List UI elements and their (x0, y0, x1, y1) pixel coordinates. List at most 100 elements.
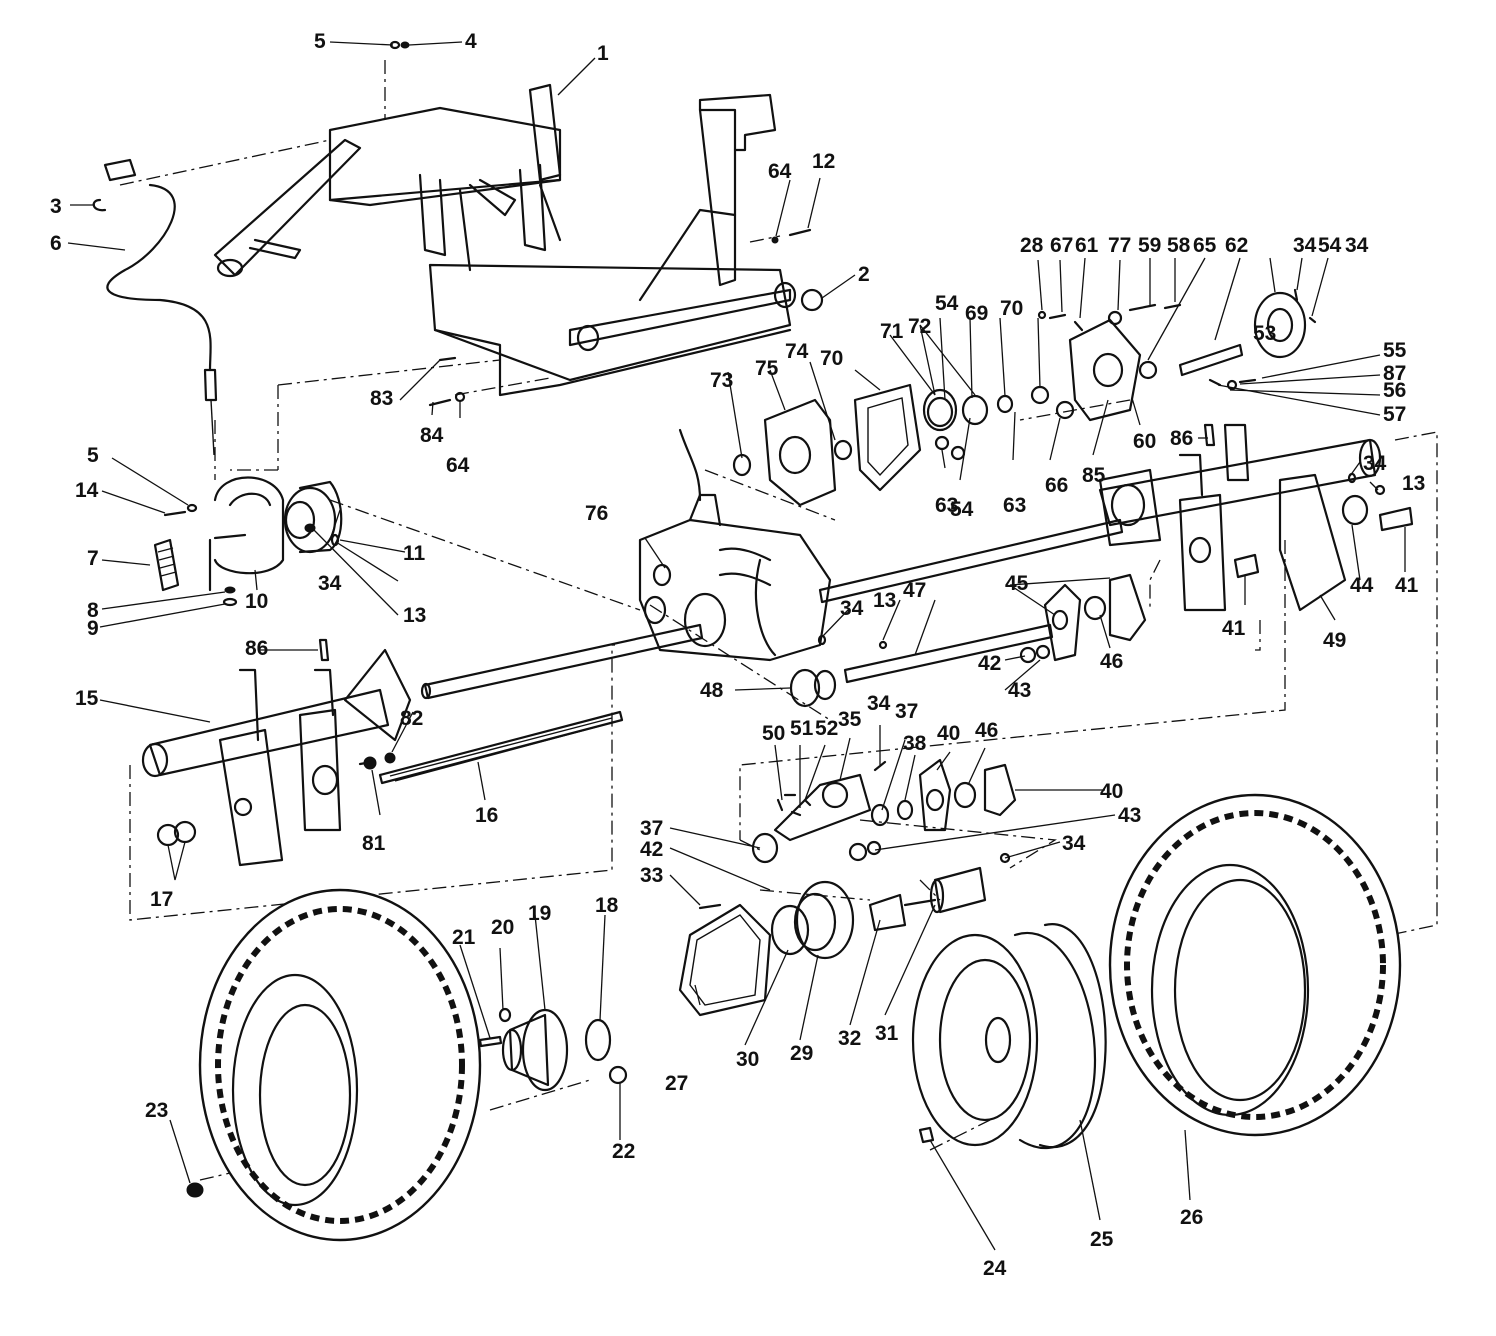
part-label: 20 (491, 916, 514, 939)
part-label: 56 (1383, 379, 1406, 402)
part-label: 18 (595, 894, 619, 917)
transaxle-housing-part (638, 428, 832, 662)
part-label: 35 (838, 708, 862, 731)
part-label: 43 (1008, 679, 1031, 702)
part-label: 19 (528, 902, 551, 925)
part-label: 16 (475, 804, 498, 827)
right-axle-tube-part (1098, 423, 1414, 612)
part-label: 42 (640, 838, 663, 861)
part-label: 45 (1005, 572, 1029, 595)
part-label: 46 (1100, 650, 1123, 673)
part-label: 57 (1383, 403, 1406, 426)
part-label: 5 (87, 444, 99, 467)
part-label: 60 (1133, 430, 1156, 453)
part-label: 27 (665, 1072, 688, 1095)
part-label: 53 (1253, 322, 1276, 345)
part-label: 23 (145, 1099, 168, 1122)
part-label: 22 (612, 1140, 635, 1163)
brake-cable-part (92, 158, 218, 456)
part-label: 14 (75, 479, 99, 502)
part-label: 43 (1118, 804, 1141, 827)
part-label: 54 (1318, 234, 1342, 257)
part-label: 81 (362, 832, 386, 855)
part-label: 28 (1020, 234, 1044, 257)
part-label: 13 (403, 604, 426, 627)
part-label: 87 (1383, 362, 1406, 385)
part-label: 74 (785, 340, 809, 363)
part-label: 24 (983, 1257, 1007, 1280)
part-label: 17 (150, 888, 173, 911)
part-label: 47 (903, 579, 926, 602)
part-label: 38 (903, 732, 927, 755)
leader-lines (67, 41, 1406, 1251)
part-label: 2 (858, 263, 870, 286)
part-labels: 1 2 3 4 5 5 6 7 8 9 10 11 12 13 13 13 14… (50, 30, 1425, 1280)
part-label: 41 (1395, 574, 1419, 597)
part-label: 21 (452, 926, 476, 949)
part-label: 64 (768, 160, 792, 183)
part-label: 86 (245, 637, 268, 660)
part-label: 34 (1062, 832, 1086, 855)
part-label: 34 (1363, 452, 1387, 475)
drive-components-part (678, 388, 987, 1017)
part-label: 31 (875, 1022, 899, 1045)
brake-assembly-part (153, 476, 343, 607)
part-label: 8 (87, 599, 99, 622)
part-label: 73 (710, 369, 733, 392)
left-axle-tube-part (141, 638, 412, 867)
part-label: 25 (1090, 1228, 1114, 1251)
part-label: 54 (935, 292, 959, 315)
part-label: 34 (840, 597, 864, 620)
part-label: 34 (867, 692, 891, 715)
part-label: 13 (1402, 472, 1425, 495)
part-label: 77 (1108, 234, 1131, 257)
part-label: 65 (1193, 234, 1217, 257)
part-label: 34 (1293, 234, 1317, 257)
part-label: 26 (1180, 1206, 1203, 1229)
part-label: 54 (950, 498, 974, 521)
bearing-brackets-part (751, 573, 1147, 864)
part-label: 50 (762, 722, 785, 745)
part-label: 63 (1003, 494, 1026, 517)
part-label: 11 (403, 542, 426, 565)
main-frame-part (213, 83, 797, 397)
part-label: 34 (1345, 234, 1369, 257)
part-label: 37 (640, 817, 663, 840)
part-label: 84 (420, 424, 444, 447)
part-label: 10 (245, 590, 268, 613)
part-label: 5 (314, 30, 326, 53)
part-label: 48 (700, 679, 724, 702)
part-label: 37 (895, 700, 918, 723)
part-label: 40 (1100, 780, 1123, 803)
axle-shafts-part (378, 518, 1124, 785)
part-label: 33 (640, 864, 663, 887)
part-label: 49 (1323, 629, 1346, 652)
part-label: 52 (815, 717, 838, 740)
part-label: 55 (1383, 339, 1407, 362)
part-label: 58 (1167, 234, 1191, 257)
part-label: 32 (838, 1027, 861, 1050)
part-label: 66 (1045, 474, 1068, 497)
part-label: 82 (400, 707, 423, 730)
part-label: 44 (1350, 574, 1374, 597)
right-tire-part (1108, 793, 1402, 1137)
left-tire-part (186, 888, 482, 1242)
part-label: 61 (1075, 234, 1099, 257)
part-label: 70 (820, 347, 843, 370)
part-label: 51 (790, 717, 814, 740)
part-label: 13 (873, 589, 896, 612)
part-label: 72 (908, 315, 931, 338)
part-label: 85 (1082, 464, 1106, 487)
part-label: 40 (937, 722, 960, 745)
part-label: 67 (1050, 234, 1073, 257)
part-label: 59 (1138, 234, 1161, 257)
part-label: 41 (1222, 617, 1246, 640)
left-hub-part (478, 1007, 628, 1092)
part-label: 6 (50, 232, 62, 255)
part-label: 30 (736, 1048, 759, 1071)
part-label: 1 (597, 42, 609, 65)
part-label: 76 (585, 502, 608, 525)
part-label: 12 (812, 150, 835, 173)
part-label: 34 (318, 572, 342, 595)
part-label: 42 (978, 652, 1001, 675)
